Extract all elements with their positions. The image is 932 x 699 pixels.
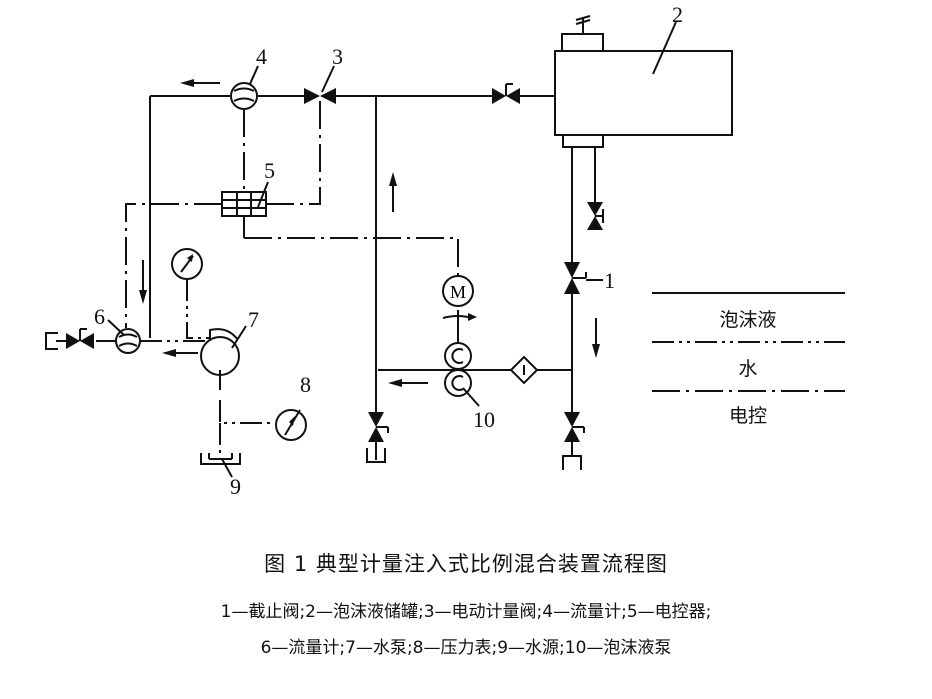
metering-valve-3: 3 [304, 44, 343, 104]
flow-arrow-down-right [592, 318, 600, 358]
pressure-gauge-8: 8 [275, 372, 311, 441]
label-3: 3 [332, 44, 343, 69]
component-legend-line-1: 1—截止阀;2—泡沫液储罐;3—电动计量阀;4—流量计;5—电控器; [220, 602, 712, 622]
flow-arrow-left-pump10 [388, 379, 428, 387]
legend-label-control: 电控 [729, 405, 767, 427]
label-9: 9 [230, 474, 241, 499]
flow-diagram: 2 1 [45, 2, 845, 499]
outlet-valve-left [45, 328, 94, 350]
stop-valve-1: 1 [564, 262, 615, 294]
figure-title: 图 1 典型计量注入式比例混合装置流程图 [264, 552, 668, 576]
legend-label-water: 水 [738, 358, 757, 380]
label-4: 4 [256, 44, 267, 69]
tank-drain-valve [587, 147, 604, 230]
flowmeter-4: 4 [230, 44, 267, 110]
label-6: 6 [94, 304, 105, 329]
flow-arrow-up [389, 172, 397, 212]
foam-tank-2: 2 [554, 2, 733, 148]
flowmeter-6: 6 [94, 304, 141, 354]
label-5: 5 [264, 158, 275, 183]
rotation-arrow [442, 313, 477, 321]
label-10: 10 [473, 407, 495, 432]
water-source-9: 9 [200, 453, 241, 499]
motor-label: M [450, 282, 466, 302]
drain-valve-left [366, 412, 389, 463]
label-8: 8 [300, 372, 311, 397]
flow-arrow-left-water [162, 349, 198, 357]
water-pump-7: 7 [200, 307, 259, 376]
component-legend-line-2: 6—流量计;7—水泵;8—压力表;9—水源;10—泡沫液泵 [260, 638, 672, 658]
filter [509, 355, 539, 385]
motor: M [442, 275, 474, 307]
flow-arrow-down-left [139, 260, 147, 304]
line-type-legend: 泡沫液 水 电控 [652, 292, 845, 427]
drain-valve-right [562, 412, 585, 470]
tank-outlet-valve [492, 83, 520, 104]
foam-pump-10: 10 [444, 342, 495, 432]
pressure-gauge-top [171, 248, 210, 339]
controller-5: 5 [221, 158, 275, 217]
flow-arrow-left-top [180, 79, 220, 87]
label-1: 1 [604, 268, 615, 293]
label-7: 7 [248, 307, 259, 332]
legend-label-foam: 泡沫液 [719, 309, 776, 331]
label-2: 2 [672, 2, 683, 27]
